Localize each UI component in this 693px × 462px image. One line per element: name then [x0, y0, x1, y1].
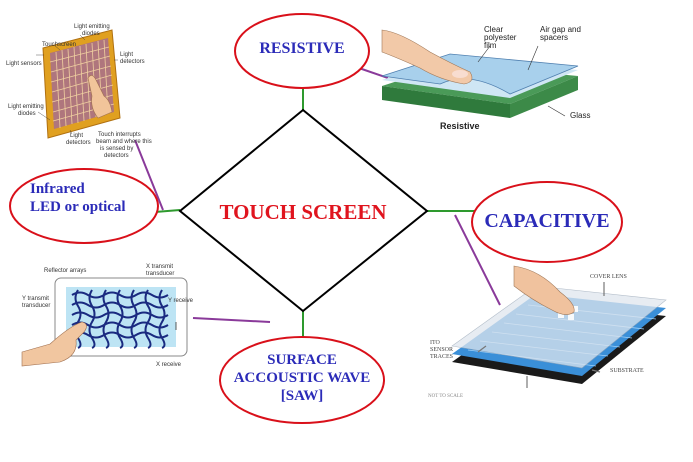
capacitive-caption: COVER LENS	[590, 274, 627, 280]
capacitive-caption: ITO	[430, 340, 440, 346]
resistive-base-side-right	[510, 76, 578, 118]
resistive-caption: Clear	[484, 25, 504, 34]
saw-label-line1: SURFACE	[267, 352, 337, 368]
saw-caption: Reflector arrays	[44, 268, 87, 274]
capacitive-caption: SUBSTRATE	[610, 368, 644, 374]
resistive-caption: film	[484, 41, 497, 50]
infrared-caption: detectors	[66, 140, 91, 146]
saw-caption: X receive	[156, 362, 182, 368]
resistive-caption: Air gap and	[540, 25, 581, 34]
infrared-caption: detectors	[120, 59, 145, 65]
infrared-hand-icon	[87, 75, 113, 119]
resistive-caption: polyester	[484, 33, 517, 42]
infrared-illustration	[36, 29, 121, 139]
infrared-caption: detectors	[104, 153, 129, 159]
capacitive-caption: NOT TO SCALE	[428, 394, 464, 399]
resistive-caption: Glass	[570, 111, 591, 120]
infrared-callouts	[36, 34, 118, 135]
resistive-ellipse	[234, 13, 370, 89]
resistive-illustration	[381, 29, 579, 118]
saw-label-line3: [SAW]	[280, 388, 324, 404]
capacitive-label: CAPACITIVE	[484, 210, 610, 232]
connector-left-green	[154, 209, 181, 213]
capacitive-cover-lens	[451, 285, 667, 369]
capacitive-caption: SENSOR	[430, 347, 454, 353]
capacitive-arrows	[477, 282, 605, 388]
saw-caption: Y receive	[168, 298, 193, 304]
connector-saw-purple	[192, 317, 271, 323]
saw-ellipse	[219, 336, 385, 424]
infrared-caption: Touchscreen	[42, 42, 77, 48]
infrared-caption: diodes	[18, 111, 36, 117]
saw-hand-icon	[21, 321, 87, 367]
resistive-caption: spacers	[540, 33, 569, 42]
center-diamond	[178, 108, 429, 313]
capacitive-ellipse	[471, 181, 623, 263]
infrared-beams	[49, 39, 115, 129]
infrared-label-line1: Infrared	[30, 181, 85, 197]
resistive-fingernail	[452, 70, 468, 78]
capacitive-caption: TRACES	[430, 354, 454, 360]
resistive-caption: Resistive	[440, 121, 480, 131]
saw-caption: X transmit	[146, 264, 174, 270]
center-label: TOUCH SCREEN	[219, 200, 387, 224]
infrared-caption: Light	[120, 52, 134, 58]
capacitive-illustration	[451, 265, 667, 388]
infrared-label-line2: LED or optical	[30, 199, 126, 215]
infrared-caption: is sensed by	[100, 146, 134, 152]
infrared-caption: diodes	[82, 31, 100, 37]
saw-caption: Y transmit	[22, 296, 49, 302]
infrared-caption: beam and where this	[96, 139, 152, 145]
resistive-finger-icon	[381, 29, 473, 85]
saw-caption: transducer	[22, 303, 51, 309]
saw-illustration	[21, 277, 188, 367]
connector-capacitive-purple	[454, 214, 501, 306]
infrared-caption: Touch interrupts	[98, 132, 141, 138]
infrared-caption: Light sensors	[6, 61, 42, 67]
resistive-callouts	[477, 45, 566, 117]
saw-caption: transducer	[146, 271, 175, 277]
saw-wave-grid	[71, 289, 169, 349]
saw-label-line2: ACCOUSTIC WAVE	[233, 370, 371, 386]
infrared-caption: Light emitting	[74, 24, 110, 30]
resistive-label: RESISTIVE	[259, 40, 345, 57]
resistive-base-side-front	[382, 86, 510, 118]
infrared-ellipse	[9, 168, 159, 244]
capacitive-finger-icon	[513, 265, 575, 315]
infrared-caption: Light	[70, 133, 84, 139]
connector-infrared-purple	[134, 139, 164, 211]
infrared-caption: Light emitting	[8, 104, 44, 110]
